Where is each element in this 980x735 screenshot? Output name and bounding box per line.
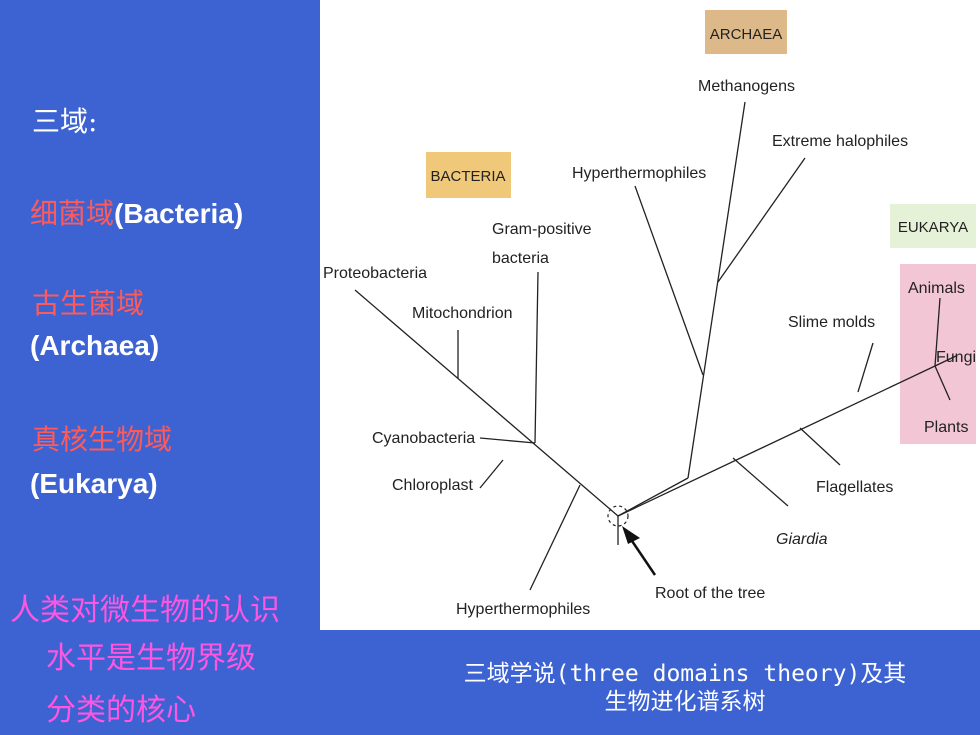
bacteria-cn: 细菌域 bbox=[30, 197, 115, 230]
label-fungi: Fungi bbox=[936, 349, 976, 366]
label-gram-positive-2: bacteria bbox=[492, 250, 549, 267]
archaea-en: (Archaea) bbox=[30, 330, 160, 361]
note-line-2: 水平是生物界级 bbox=[46, 641, 256, 676]
label-chloroplast: Chloroplast bbox=[392, 477, 473, 494]
left-text-panel bbox=[0, 0, 320, 630]
caption-line-1: 三域学说(three domains theory)及其 bbox=[463, 661, 907, 687]
note-line-3: 分类的核心 bbox=[46, 693, 196, 728]
archaea-label: ARCHAEA bbox=[710, 26, 783, 43]
label-proteobacteria: Proteobacteria bbox=[323, 265, 427, 282]
eukarya-box bbox=[890, 204, 976, 248]
bacteria-label: BACTERIA bbox=[430, 168, 505, 185]
root-arrowhead bbox=[622, 526, 640, 544]
label-root: Root of the tree bbox=[655, 585, 765, 602]
bacteria-box bbox=[426, 152, 511, 198]
eukarya-cn: 真核生物域 bbox=[32, 423, 173, 456]
eukarya-label: EUKARYA bbox=[898, 219, 968, 236]
label-plants: Plants bbox=[924, 419, 968, 436]
label-flagellates: Flagellates bbox=[816, 479, 893, 496]
archaea-cn: 古生菌域 bbox=[32, 287, 145, 320]
tree-diagram-panel bbox=[320, 0, 980, 630]
label-giardia: Giardia bbox=[776, 531, 828, 548]
label-hyperthermophiles-bottom: Hyperthermophiles bbox=[456, 601, 590, 618]
label-animals: Animals bbox=[908, 280, 965, 297]
eukarya-group-box bbox=[900, 264, 976, 444]
diagram-caption: 三域学说(three domains theory)及其 生物进化谱系树 bbox=[390, 660, 980, 716]
tree-branches bbox=[354, 101, 957, 591]
bottom-bar bbox=[0, 630, 980, 735]
root-arrow-shaft bbox=[628, 537, 657, 576]
label-extreme-halophiles: Extreme halophiles bbox=[772, 133, 908, 150]
root-marker bbox=[607, 505, 629, 527]
label-gram-positive-1: Gram-positive bbox=[492, 221, 592, 238]
label-methanogens: Methanogens bbox=[698, 78, 795, 95]
domains-heading: 三域: bbox=[32, 105, 98, 138]
archaea-box bbox=[705, 10, 787, 54]
note-line-1: 人类对微生物的认识 bbox=[10, 593, 280, 628]
label-mitochondrion: Mitochondrion bbox=[412, 305, 513, 322]
label-slime-molds: Slime molds bbox=[788, 314, 875, 331]
bacteria-en: (Bacteria) bbox=[114, 198, 244, 229]
bacteria-domain-item: 细菌域(Bacteria) bbox=[30, 192, 243, 232]
caption-line-2: 生物进化谱系树 bbox=[604, 689, 766, 715]
phylogenetic-tree: ARCHAEA BACTERIA EUKARYA Methanogens Ext… bbox=[323, 10, 976, 618]
eukarya-en: (Eukarya) bbox=[30, 468, 158, 499]
label-cyanobacteria: Cyanobacteria bbox=[372, 430, 475, 447]
label-hyperthermophiles-top: Hyperthermophiles bbox=[572, 165, 706, 182]
